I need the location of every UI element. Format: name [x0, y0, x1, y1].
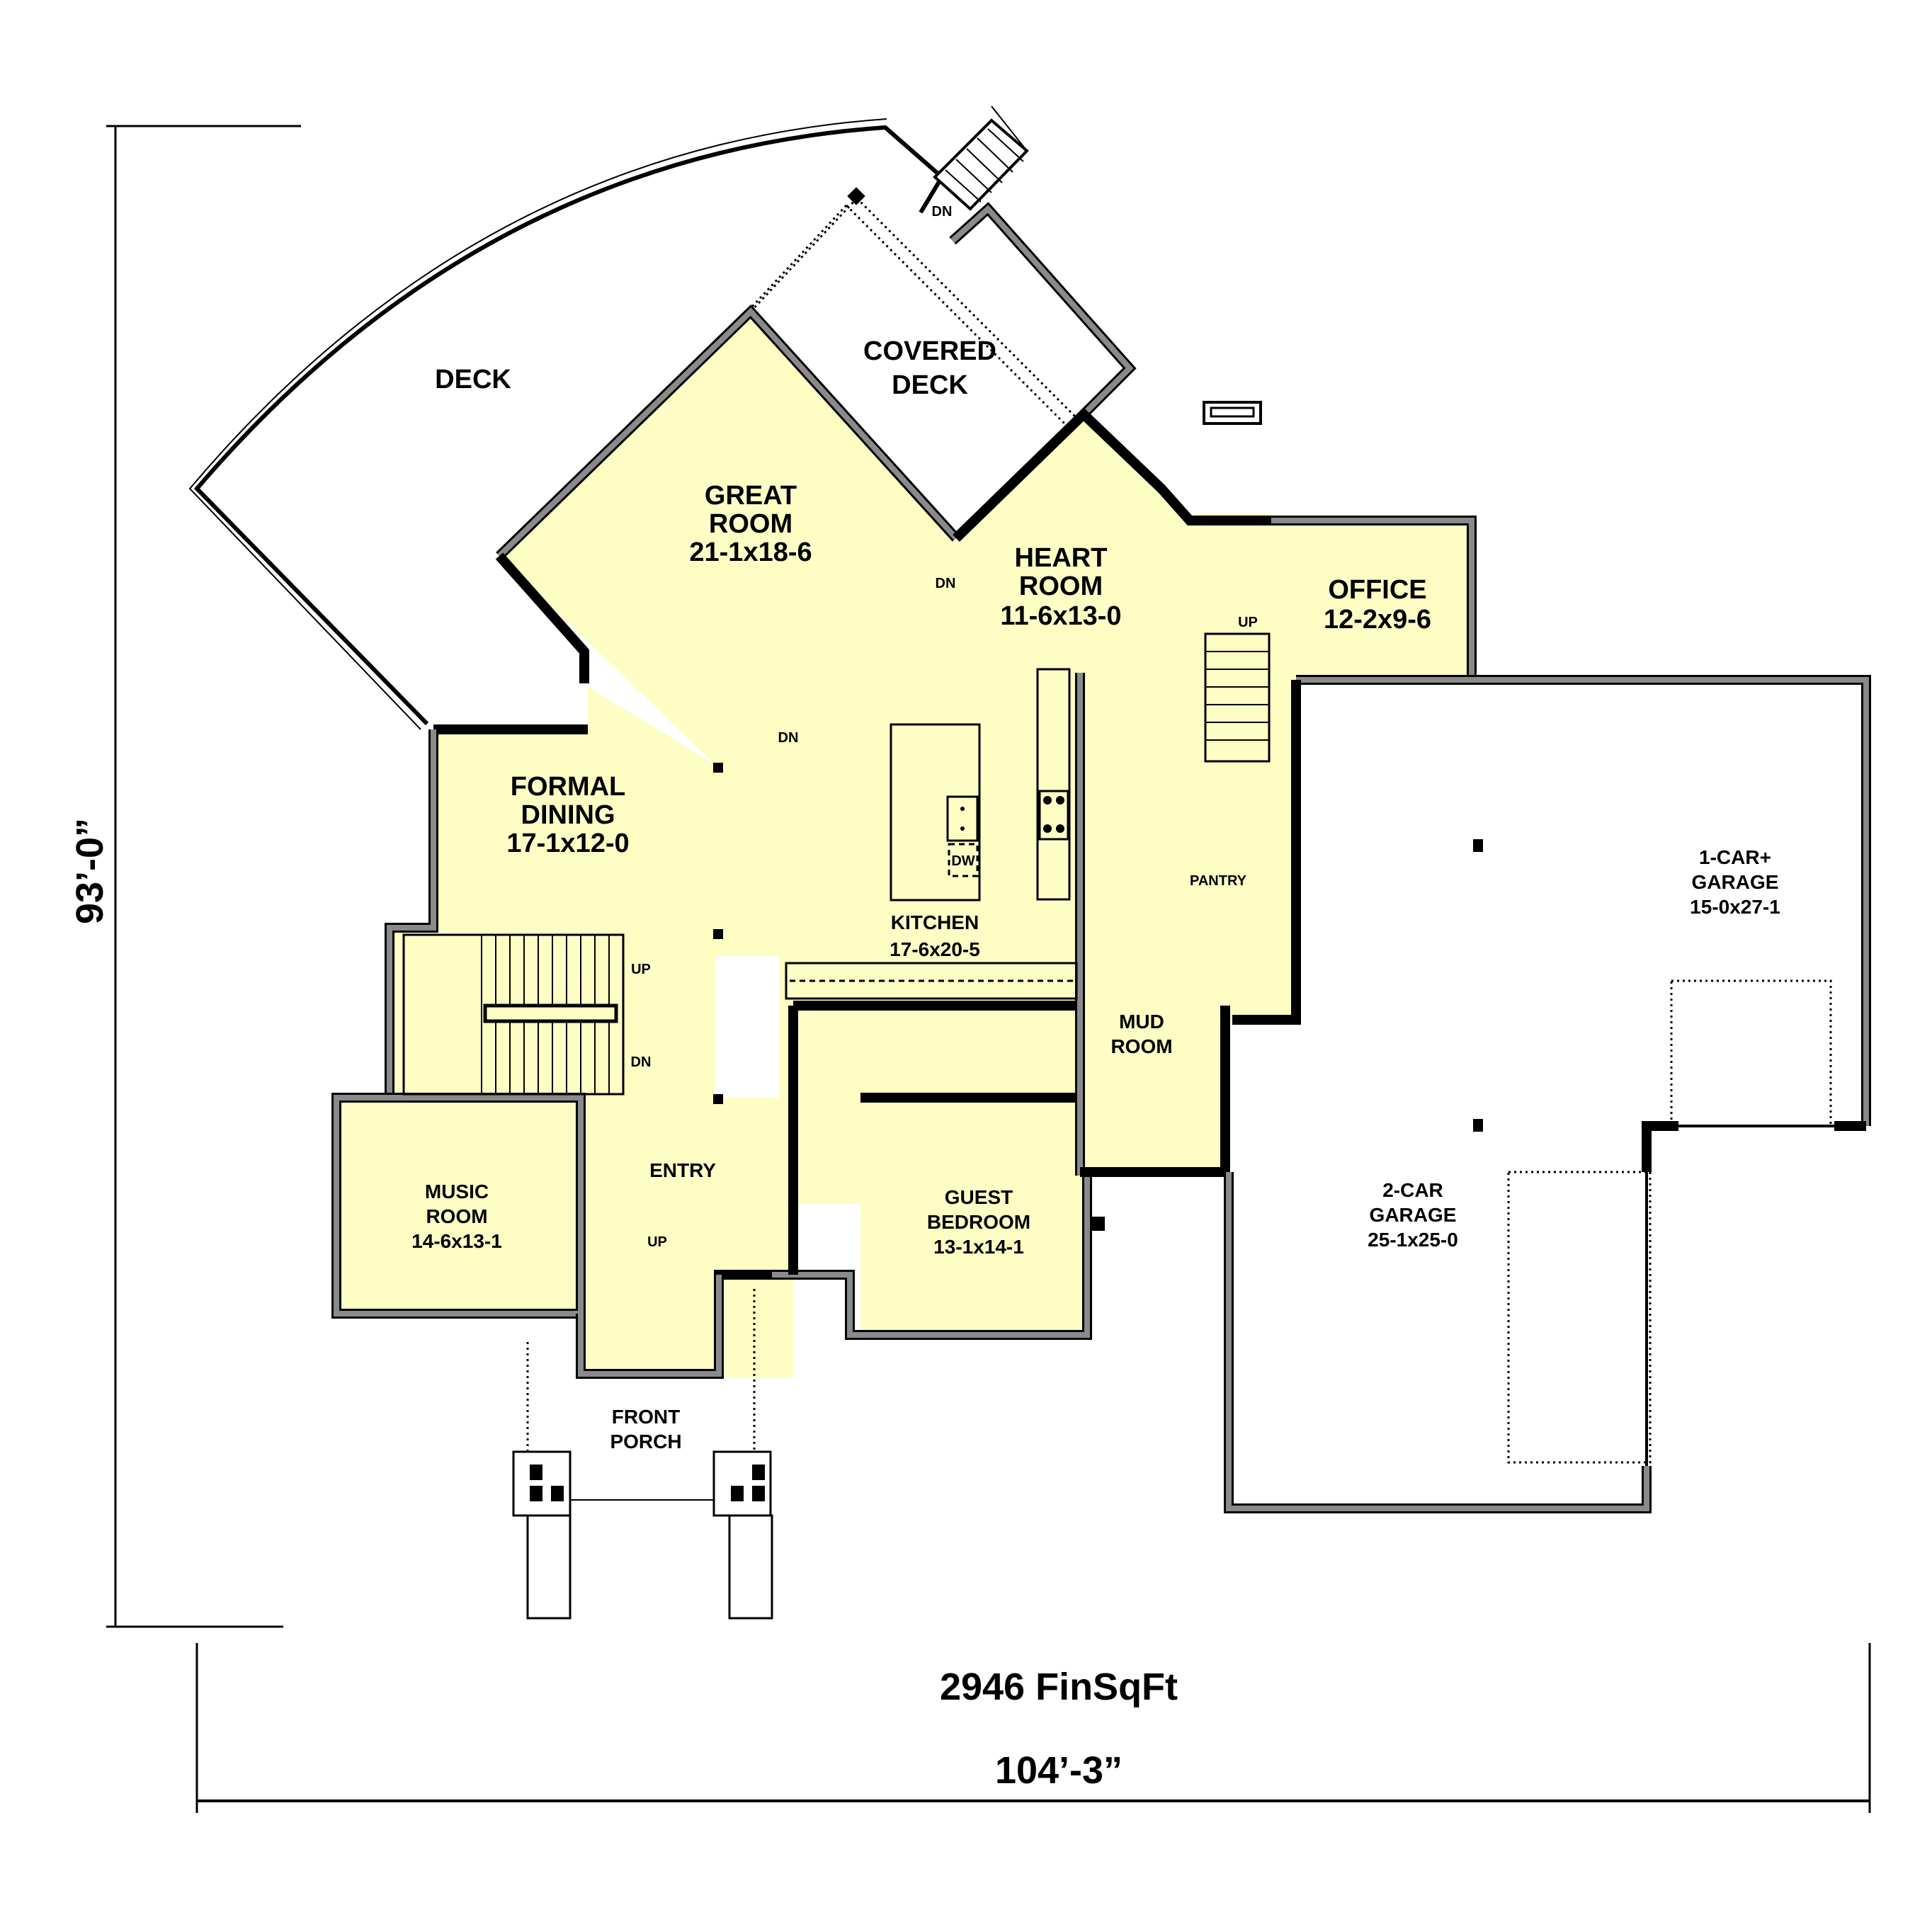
room-two-car-garage: 2-CAR GARAGE 25-1x25-0 — [1368, 1179, 1458, 1251]
great-room-dn-label-2: DN — [778, 730, 799, 746]
svg-text:BEDROOM: BEDROOM — [927, 1211, 1030, 1233]
structural-posts — [713, 763, 1105, 1231]
room-heart-room: HEART ROOM 11-6x13-0 — [1000, 543, 1121, 631]
svg-text:2-CAR: 2-CAR — [1382, 1179, 1443, 1201]
svg-text:1-CAR+: 1-CAR+ — [1699, 846, 1771, 868]
main-stair — [402, 933, 625, 1096]
room-kitchen: KITCHEN 17-6x20-5 — [890, 911, 980, 960]
svg-text:MUSIC: MUSIC — [425, 1181, 489, 1202]
svg-text:13-1x14-1: 13-1x14-1 — [933, 1236, 1024, 1258]
garage-walls — [1224, 675, 1871, 1513]
svg-text:MUD: MUD — [1119, 1011, 1164, 1033]
svg-text:DINING: DINING — [521, 800, 615, 830]
svg-text:GARAGE: GARAGE — [1692, 871, 1779, 893]
svg-text:GREAT: GREAT — [705, 481, 797, 511]
svg-text:FRONT: FRONT — [612, 1406, 680, 1428]
deck-area — [188, 118, 945, 730]
room-great-room: GREAT ROOM 21-1x18-6 — [689, 481, 812, 567]
svg-text:12-2x9-6: 12-2x9-6 — [1324, 605, 1431, 635]
entry-up-label: UP — [647, 1234, 667, 1250]
exterior-walls — [331, 304, 1477, 1379]
main-stair-dn-label: DN — [631, 1054, 652, 1070]
great-room-dn-label-1: DN — [936, 576, 956, 591]
area-label: 2946 FinSqFt — [940, 1666, 1178, 1708]
svg-text:21-1x18-6: 21-1x18-6 — [689, 538, 812, 567]
height-dimension-label: 93’-0” — [69, 818, 111, 924]
svg-text:14-6x13-1: 14-6x13-1 — [411, 1230, 502, 1252]
svg-text:GARAGE: GARAGE — [1370, 1204, 1457, 1226]
svg-text:17-6x20-5: 17-6x20-5 — [890, 938, 980, 960]
svg-text:OFFICE: OFFICE — [1328, 575, 1426, 605]
deck-stair-dn-label: DN — [932, 204, 953, 220]
kitchen-fixtures — [785, 668, 1078, 1000]
width-dimension-label: 104’-3” — [995, 1749, 1123, 1792]
room-entry: ENTRY — [649, 1159, 716, 1181]
svg-text:25-1x25-0: 25-1x25-0 — [1368, 1229, 1458, 1251]
svg-text:HEART: HEART — [1015, 543, 1108, 573]
deck-stair — [933, 106, 1029, 211]
svg-text:ROOM: ROOM — [1110, 1035, 1172, 1057]
exterior-grill — [1203, 401, 1262, 425]
room-pantry: PANTRY — [1190, 873, 1247, 889]
room-mud-room: MUD ROOM — [1110, 1011, 1172, 1057]
room-guest-bedroom: GUEST BEDROOM 13-1x14-1 — [927, 1186, 1030, 1258]
svg-text:KITCHEN: KITCHEN — [891, 911, 979, 933]
svg-text:ROOM: ROOM — [709, 509, 792, 539]
svg-text:PANTRY: PANTRY — [1190, 873, 1247, 889]
svg-text:11-6x13-0: 11-6x13-0 — [1000, 601, 1121, 631]
svg-text:FORMAL: FORMAL — [511, 772, 626, 802]
front-porch — [512, 1289, 773, 1620]
room-formal-dining: FORMAL DINING 17-1x12-0 — [506, 772, 629, 858]
deck-label: DECK — [435, 365, 511, 394]
heart-stair-up-label: UP — [1238, 615, 1258, 630]
svg-text:15-0x27-1: 15-0x27-1 — [1690, 896, 1780, 918]
room-music-room: MUSIC ROOM 14-6x13-1 — [411, 1181, 502, 1252]
room-office: OFFICE 12-2x9-6 — [1324, 575, 1431, 635]
heart-room-stair — [1204, 632, 1271, 763]
covered-deck-area — [741, 187, 1137, 538]
room-one-car-garage: 1-CAR+ GARAGE 15-0x27-1 — [1690, 846, 1780, 918]
room-front-porch: FRONT PORCH — [610, 1406, 681, 1452]
svg-text:PORCH: PORCH — [610, 1431, 681, 1452]
svg-text:17-1x12-0: 17-1x12-0 — [506, 829, 629, 858]
svg-text:ROOM: ROOM — [1019, 572, 1103, 601]
covered-deck-label-2: DECK — [892, 370, 968, 400]
covered-deck-label-1: COVERED — [863, 336, 996, 366]
svg-text:ENTRY: ENTRY — [649, 1159, 716, 1181]
dishwasher-label: DW — [951, 853, 974, 869]
svg-text:GUEST: GUEST — [945, 1186, 1013, 1208]
main-stair-up-label: UP — [631, 962, 651, 977]
svg-text:ROOM: ROOM — [426, 1205, 487, 1227]
dimension-height — [106, 125, 301, 1628]
dimension-width — [195, 1643, 1871, 1813]
